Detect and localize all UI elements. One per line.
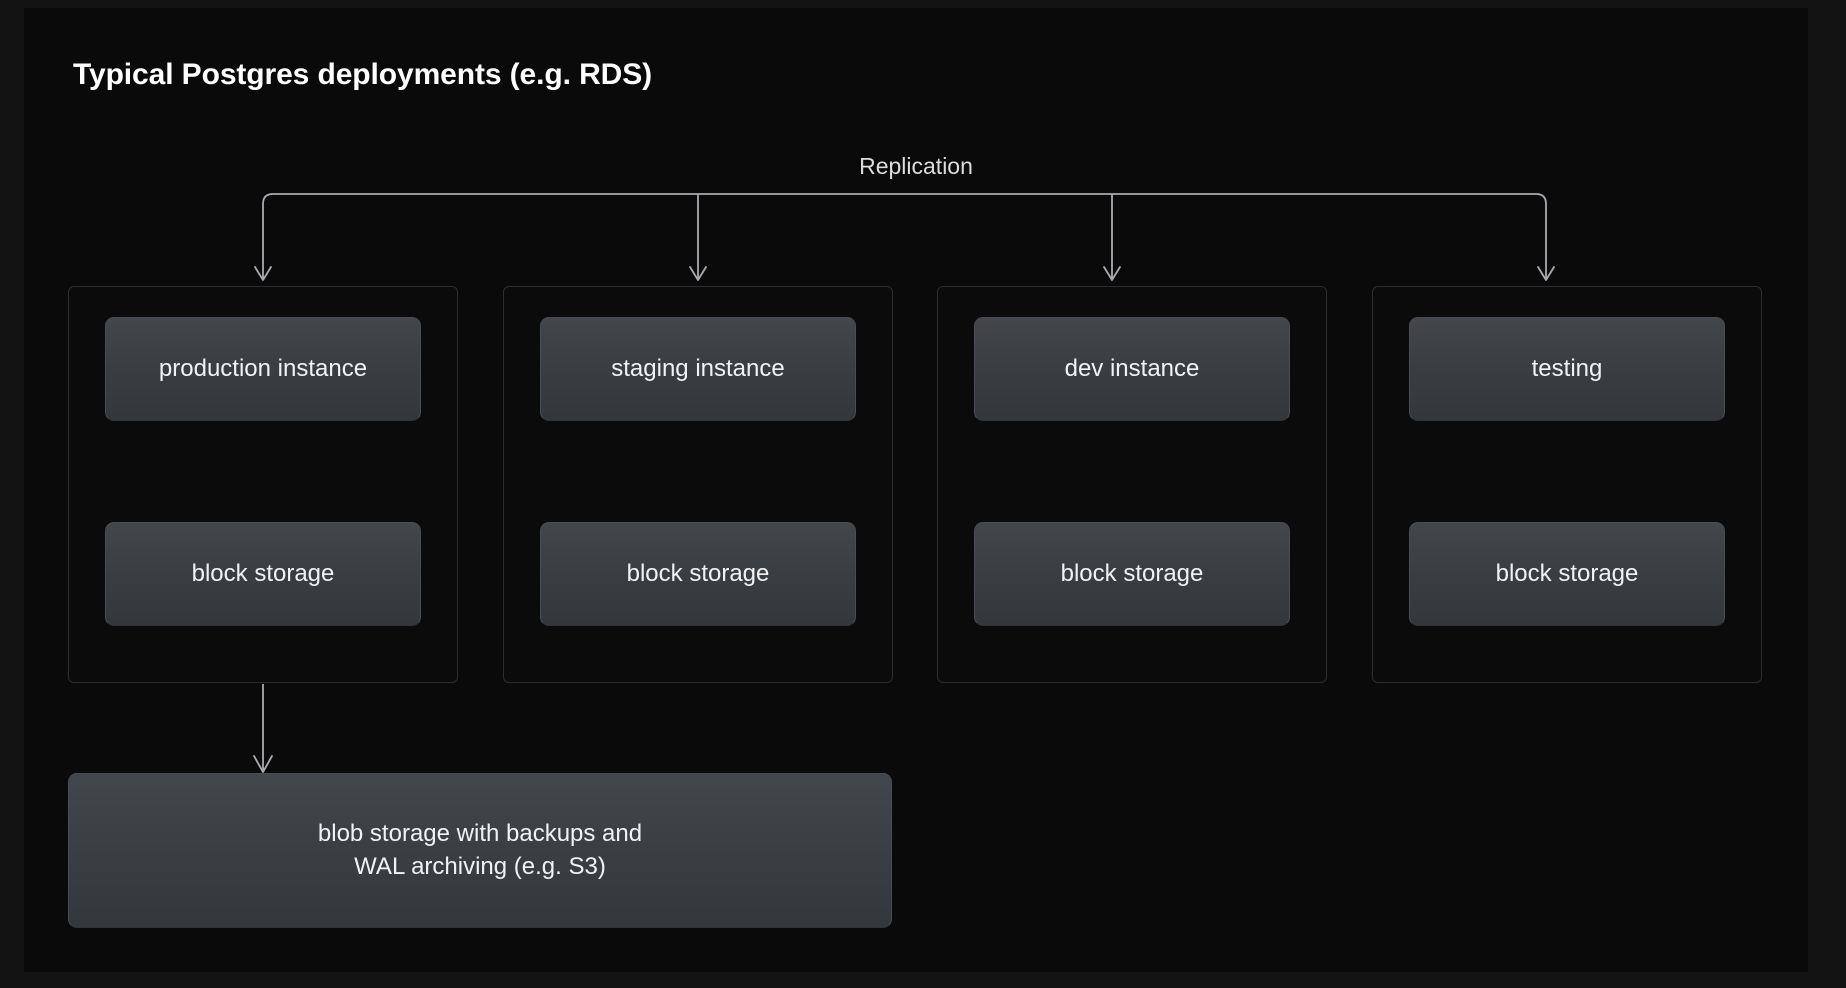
- node-block-storage-production: block storage: [105, 522, 421, 626]
- replication-bus: [262, 193, 1547, 278]
- replication-arrowhead-2: [689, 266, 707, 281]
- replication-label: Replication: [859, 153, 973, 179]
- node-staging-instance: staging instance: [540, 317, 856, 421]
- node-dev-instance: dev instance: [974, 317, 1290, 421]
- node-testing-instance: testing: [1409, 317, 1725, 421]
- replication-arrowhead-1: [254, 266, 272, 281]
- blob-storage-arrowhead: [253, 755, 273, 773]
- replication-arrowhead-4: [1537, 266, 1555, 281]
- node-block-storage-dev: block storage: [974, 522, 1290, 626]
- replication-arrowhead-3: [1103, 266, 1121, 281]
- node-block-storage-testing: block storage: [1409, 522, 1725, 626]
- deployment-group-staging: staging instance block storage: [503, 286, 893, 683]
- node-blob-storage: blob storage with backups and WAL archiv…: [68, 773, 892, 928]
- node-production-instance: production instance: [105, 317, 421, 421]
- deployment-group-testing: testing block storage: [1372, 286, 1762, 683]
- node-block-storage-staging: block storage: [540, 522, 856, 626]
- diagram-canvas: Typical Postgres deployments (e.g. RDS) …: [24, 8, 1808, 972]
- deployment-group-dev: dev instance block storage: [937, 286, 1327, 683]
- deployment-group-production: production instance block storage: [68, 286, 458, 683]
- page-title: Typical Postgres deployments (e.g. RDS): [73, 58, 653, 91]
